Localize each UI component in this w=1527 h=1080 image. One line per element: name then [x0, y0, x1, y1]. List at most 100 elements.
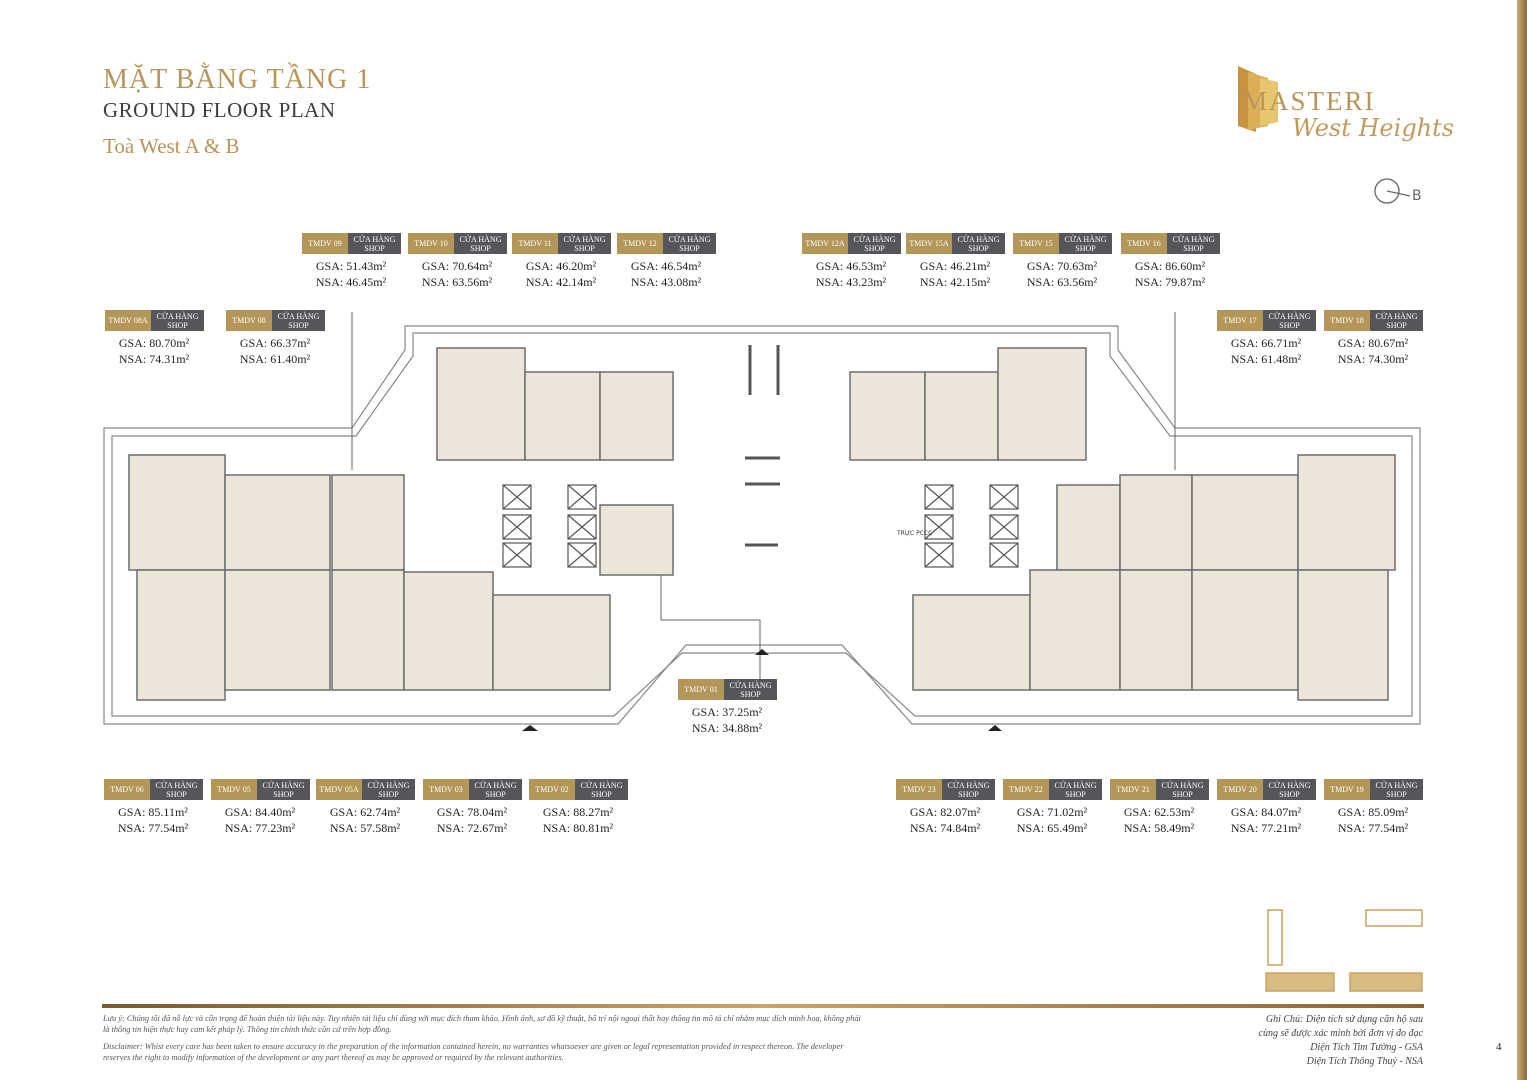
shop-unit: [1191, 474, 1299, 571]
unit-nsa: NSA: 74.31m²: [118, 351, 190, 366]
elevator-icon: [502, 542, 532, 568]
shop-unit: [849, 371, 926, 461]
shop-unit: [912, 594, 1031, 691]
shop-unit: [1056, 484, 1121, 571]
unit-nsa: NSA: 77.21m²: [1230, 820, 1302, 835]
elevator-icon: [567, 542, 597, 568]
unit-type-vn: CỬA HÀNG: [580, 780, 623, 790]
unit-code: TMDV 19: [1324, 779, 1370, 800]
unit-type-vn: CỬA HÀNG: [155, 780, 198, 790]
shop-unit: [1297, 569, 1389, 701]
unit-type-vn: CỬA HÀNG: [947, 780, 990, 790]
shop-unit: [1119, 569, 1193, 691]
building-name: Toà West A & B: [103, 134, 240, 158]
unit-type-vn: CỬA HÀNG: [1064, 234, 1107, 244]
unit-type-vn: CỬA HÀNG: [853, 234, 896, 244]
unit-type-vn: CỬA HÀNG: [262, 780, 305, 790]
shop-unit: [997, 347, 1087, 461]
unit-type-vn: CỬA HÀNG: [729, 680, 772, 690]
unit-code: TMDV 05: [211, 779, 257, 800]
elevator-icon: [989, 542, 1019, 568]
unit-type-en: SHOP: [864, 243, 885, 253]
unit-gsa: GSA: 84.40m²: [224, 805, 296, 819]
area-note: Ghi Chú: Diện tích sử dụng căn hộ sau cù…: [1259, 1013, 1423, 1069]
unit-gsa: GSA: 82.07m²: [909, 805, 981, 819]
unit-code: TMDV 15A: [906, 233, 952, 254]
unit-code: TMDV 03: [423, 779, 469, 800]
unit-gsa: GSA: 85.09m²: [1337, 805, 1409, 819]
shop-unit: [224, 474, 331, 571]
unit-gsa: GSA: 46.20m²: [525, 259, 597, 273]
unit-type-en: SHOP: [470, 243, 491, 253]
unit-code: TMDV 20: [1217, 779, 1263, 800]
elevator-icon: [502, 514, 532, 540]
unit-code: TMDV 15: [1013, 233, 1059, 254]
unit-gsa: GSA: 51.43m²: [315, 259, 387, 273]
unit-type-en: SHOP: [574, 243, 595, 253]
unit-code: TMDV 21: [1110, 779, 1156, 800]
unit-gsa: GSA: 70.63m²: [1026, 259, 1098, 273]
unit-nsa: NSA: 63.56m²: [1026, 274, 1098, 289]
shop-unit: [1191, 569, 1299, 691]
unit-type-vn: CỬA HÀNG: [957, 234, 1000, 244]
shop-unit: [436, 347, 526, 461]
fire-room-label: TRỰC PCCC: [896, 530, 932, 537]
shop-unit: [331, 474, 405, 571]
unit-type-en: SHOP: [1075, 243, 1096, 253]
note-gsa: Diện Tích Tim Tường - GSA: [1310, 1042, 1423, 1053]
unit-gsa: GSA: 46.54m²: [630, 259, 702, 273]
unit-type-en: SHOP: [1386, 789, 1407, 799]
unit-type-en: SHOP: [1172, 789, 1193, 799]
elevator-icon: [989, 484, 1019, 510]
unit-nsa: NSA: 34.88m²: [691, 720, 763, 735]
shop-unit: [599, 371, 674, 461]
unit-nsa: NSA: 43.08m²: [630, 274, 702, 289]
unit-type-en: SHOP: [1386, 320, 1407, 330]
shop-unit: [1119, 474, 1193, 571]
compass-icon: B: [1372, 176, 1428, 213]
shop-unit: [224, 569, 331, 691]
logo-mark-icon: [1238, 66, 1278, 132]
logo-tagline: West Heights: [1292, 114, 1455, 142]
unit-type-en: SHOP: [273, 789, 294, 799]
page-number: 4: [1496, 1041, 1502, 1053]
unit-nsa: NSA: 43.23m²: [815, 274, 887, 289]
unit-type-en: SHOP: [166, 789, 187, 799]
footer-divider: [102, 1004, 1424, 1008]
note-line: Ghi Chú: Diện tích sử dụng căn hộ sau: [1265, 1014, 1423, 1025]
unit-type-vn: CỬA HÀNG: [563, 234, 606, 244]
elevator-icon: [502, 484, 532, 510]
shop-unit: [924, 371, 999, 461]
unit-code: TMDV 08: [226, 310, 272, 331]
elevator-icon: [924, 514, 954, 540]
